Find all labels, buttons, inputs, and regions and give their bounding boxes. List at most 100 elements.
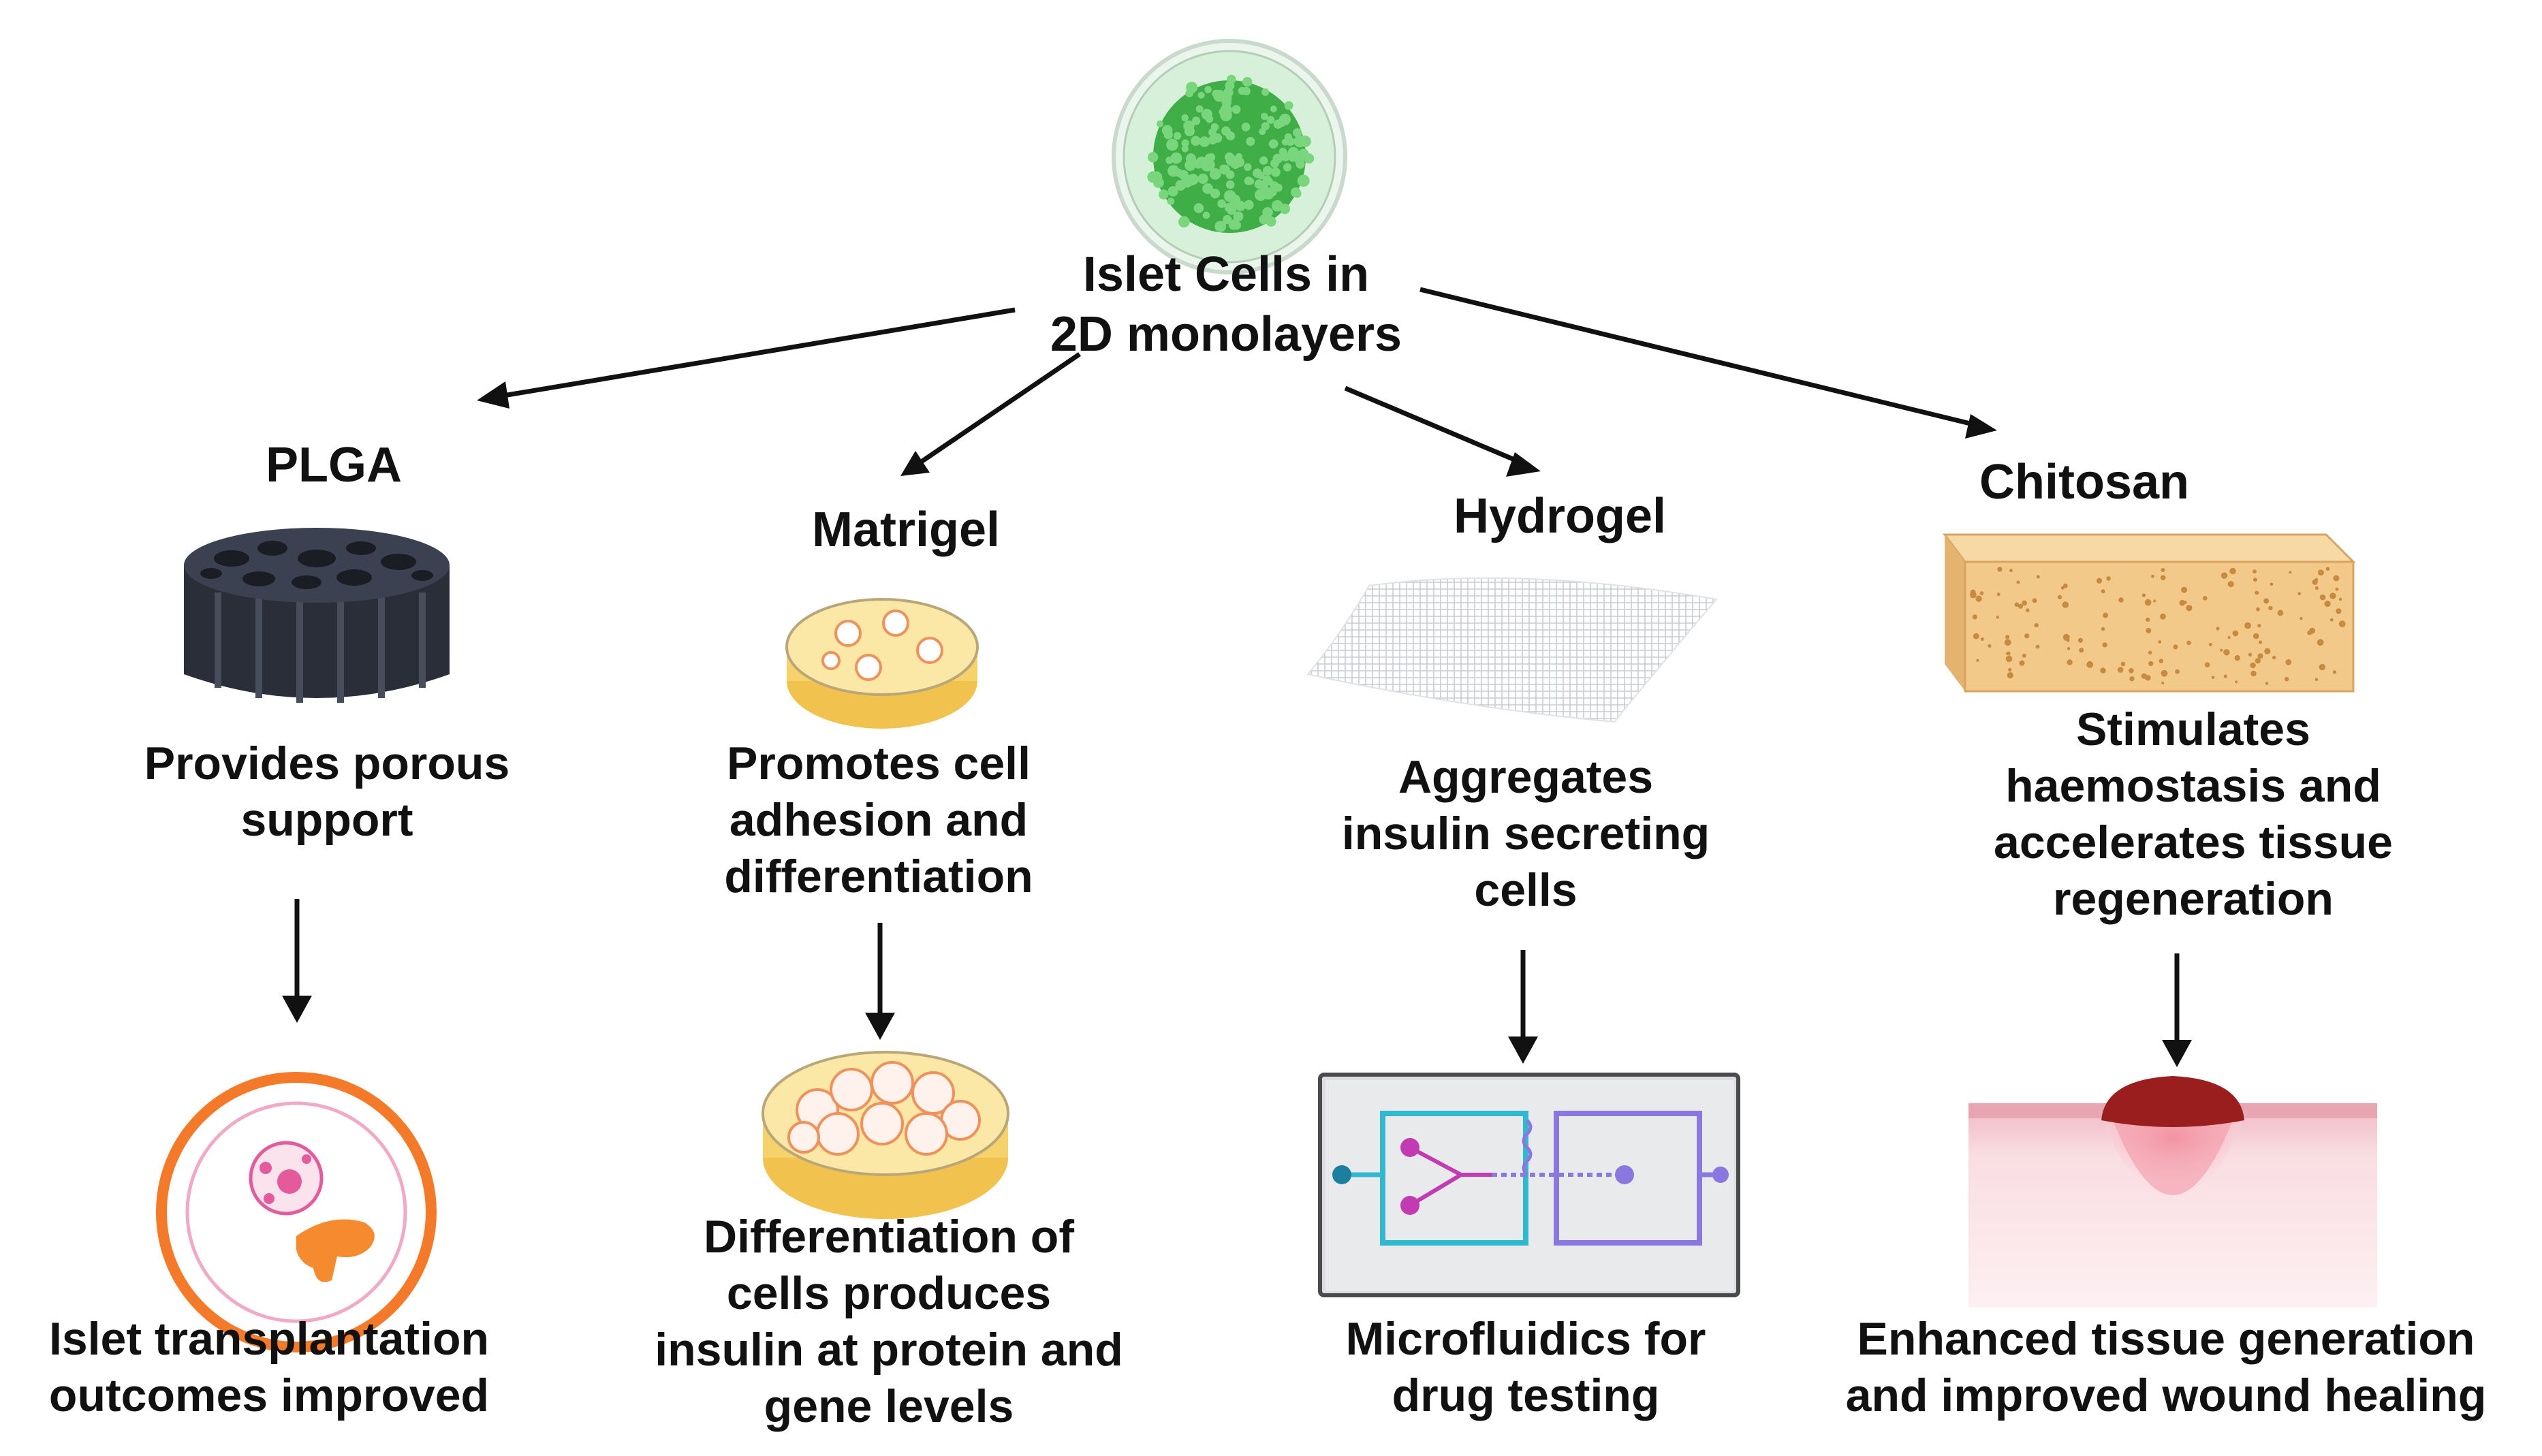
sponge-pore <box>2221 572 2228 579</box>
cell-dot <box>1296 159 1305 169</box>
cell-dot <box>1202 159 1215 171</box>
cell-dot <box>1297 174 1310 187</box>
chitosan-sponge-illustration <box>1943 533 2356 693</box>
sponge-pore <box>2258 640 2263 644</box>
cell-dot <box>1261 112 1268 121</box>
sponge-pore <box>2324 601 2331 607</box>
sponge-pore <box>2183 601 2187 605</box>
cell-dot <box>1266 116 1275 124</box>
root-label-line: Islet Cells in <box>1082 247 1370 302</box>
cell-dot <box>1214 221 1227 232</box>
plga-title: PLGA <box>265 438 402 492</box>
cell-dot <box>1191 136 1201 146</box>
sponge-pore <box>2159 659 2164 663</box>
sponge-pore <box>1979 591 1984 595</box>
sponge-pore <box>2148 650 2152 655</box>
sponge-pore <box>2077 637 2083 643</box>
arrow-root-to-chitosan <box>1419 287 1979 428</box>
cell-dot <box>1272 153 1283 164</box>
sponge-pore <box>2264 648 2271 654</box>
cell-dot <box>1193 159 1204 169</box>
sponge-pore <box>2244 622 2251 629</box>
cell-dot <box>1178 216 1190 228</box>
sponge-pore <box>2018 603 2023 609</box>
cell-dot <box>1244 163 1252 172</box>
sponge-pore <box>2285 659 2292 665</box>
cell-dot <box>1204 86 1212 93</box>
plga-property: Provides porous support <box>89 735 565 849</box>
sponge-pore <box>2325 567 2330 571</box>
arrowhead-hydrogel-down <box>1508 1036 1538 1064</box>
arrowhead-plga <box>477 381 509 409</box>
cell-dot <box>1281 152 1291 161</box>
sponge-pore <box>2067 659 2073 665</box>
sponge-pore <box>2223 674 2227 678</box>
sponge-pore <box>2101 627 2105 631</box>
sponge-pore <box>2285 677 2289 682</box>
sponge-pore <box>2297 592 2302 596</box>
cell-dot <box>1279 113 1291 125</box>
cell-dot <box>1238 86 1246 95</box>
cell-dot <box>1227 74 1236 84</box>
sponge-pore <box>2208 642 2212 646</box>
sponge-pore <box>2319 663 2325 671</box>
cell-dot <box>1228 219 1239 230</box>
matrigel-property: Promotes cell adhesion and differentiati… <box>633 735 1124 905</box>
cell-dot <box>1244 176 1253 185</box>
hydrogel-property-line: cells <box>1474 864 1578 916</box>
cell-dot <box>1153 171 1161 179</box>
sponge-pore <box>2336 608 2342 614</box>
chitosan-property: Stimulates haemostasis and accelerates t… <box>1941 701 2445 928</box>
arrow-root-to-matrigel <box>908 352 1081 472</box>
sponge-pore <box>2204 662 2210 667</box>
wound-healing-illustration <box>1968 1076 2377 1308</box>
cell-dot <box>1193 203 1204 213</box>
cell-dot <box>1210 189 1221 199</box>
sponge-pore <box>1997 567 2003 572</box>
sponge-pore <box>2007 651 2011 656</box>
hydrogel-mesh-illustration <box>1306 577 1718 723</box>
cell-dot <box>1241 123 1251 131</box>
cell-dot <box>1235 153 1243 160</box>
chitosan-property-line: Stimulates <box>2076 703 2310 755</box>
sponge-pore <box>2335 587 2339 591</box>
hydrogel-property-line: insulin secreting <box>1341 807 1710 859</box>
cell-dot <box>1166 138 1178 151</box>
sponge-pore <box>2161 568 2165 572</box>
sponge-pore <box>1976 659 1979 662</box>
cell-dot <box>1181 176 1193 188</box>
sponge-pore <box>2120 661 2126 667</box>
cell-dot <box>1268 139 1278 149</box>
cell-dot <box>1222 93 1232 104</box>
sponge-pore <box>2227 636 2231 639</box>
cell-dot <box>1304 153 1315 164</box>
cell-dot <box>1148 152 1159 163</box>
cell-dot <box>1254 179 1264 189</box>
cell-dot <box>1284 133 1292 141</box>
sponge-pore <box>2179 599 2186 606</box>
sponge-pore <box>2096 577 2103 584</box>
sponge-pore <box>2036 575 2040 579</box>
hydrogel-outcome-line: drug testing <box>1392 1369 1660 1421</box>
sponge-pore <box>2146 628 2152 633</box>
sponge-pore <box>2141 593 2146 597</box>
plga-outcome: Islet transplantation outcomes improved <box>0 1311 538 1424</box>
matrigel-outcome-line: insulin at protein and <box>655 1323 1123 1376</box>
cell-dot <box>1261 88 1270 96</box>
matrigel-property-line: adhesion and <box>729 793 1029 846</box>
sponge-pore <box>2005 655 2013 663</box>
cell-dot <box>1195 105 1204 113</box>
sponge-pore <box>2268 605 2273 611</box>
sponge-pore <box>2014 602 2020 607</box>
sponge-pore <box>2175 669 2180 674</box>
cell-dot <box>1225 180 1235 189</box>
sponge-pore <box>2211 676 2215 679</box>
chitosan-property-line: accelerates tissue <box>1994 816 2393 868</box>
cell-dot <box>1284 101 1293 110</box>
cell-dot <box>1225 152 1234 162</box>
sponge-pore <box>2235 680 2238 684</box>
matrigel-title: Matrigel <box>811 503 1001 557</box>
sponge-pore <box>2117 667 2124 673</box>
matrigel-outcome-line: cells produces <box>726 1267 1052 1319</box>
